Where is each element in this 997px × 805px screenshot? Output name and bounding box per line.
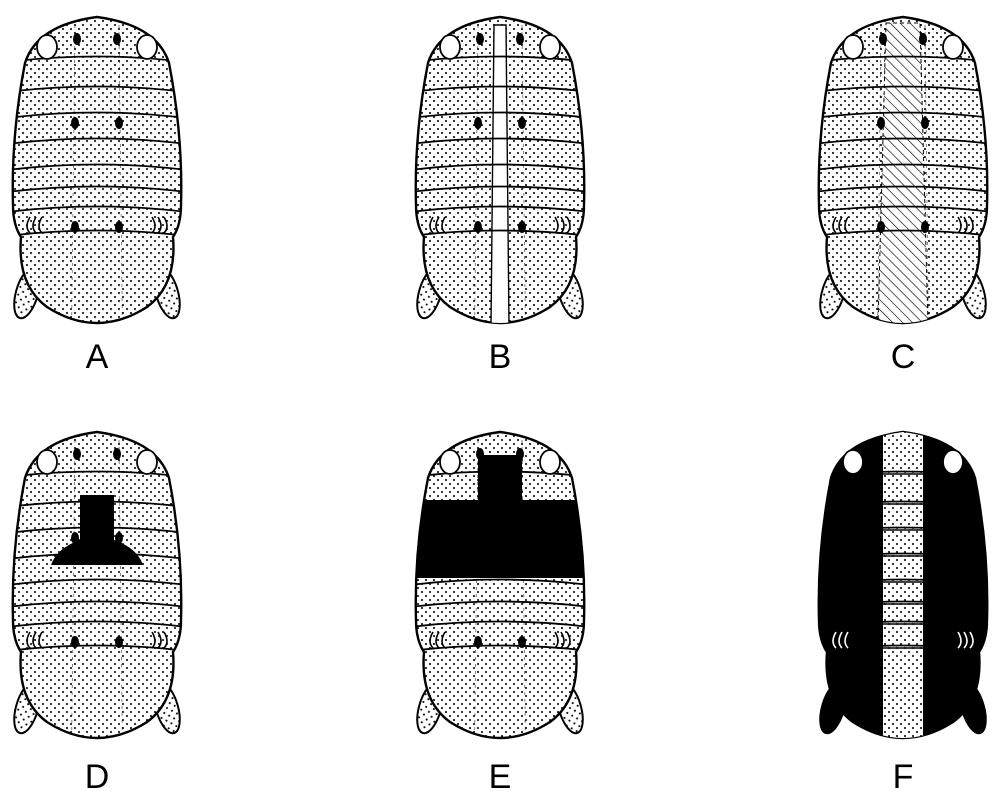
muscle-spot bbox=[73, 448, 81, 460]
muscle-spot bbox=[71, 221, 79, 233]
right-eye bbox=[540, 35, 560, 59]
muscle-spot bbox=[474, 636, 482, 648]
panel-label: E bbox=[489, 758, 512, 796]
muscle-spot bbox=[115, 117, 123, 129]
muscle-spot bbox=[115, 532, 123, 544]
muscle-spot bbox=[518, 221, 526, 233]
median-hatched-stripe bbox=[878, 23, 928, 325]
isopod-drawing bbox=[7, 432, 187, 738]
muscle-spot bbox=[476, 33, 484, 45]
panel-label: C bbox=[891, 338, 916, 376]
muscle-spot bbox=[877, 117, 885, 129]
left-eye bbox=[37, 450, 57, 474]
muscle-spot bbox=[877, 221, 885, 233]
muscle-spot bbox=[476, 448, 484, 460]
right-eye bbox=[943, 450, 963, 474]
pale-median-stripe bbox=[883, 430, 923, 750]
panel-label: B bbox=[489, 338, 512, 376]
muscle-spot bbox=[921, 117, 929, 129]
panel-a: A bbox=[7, 17, 187, 376]
panel-e: E bbox=[408, 432, 592, 796]
left-eye bbox=[843, 450, 863, 474]
muscle-spot bbox=[921, 221, 929, 233]
muscle-spot bbox=[919, 33, 927, 45]
muscle-spot bbox=[113, 448, 121, 460]
isopod-drawing bbox=[7, 17, 187, 323]
muscle-spot bbox=[71, 117, 79, 129]
panel-label: A bbox=[86, 338, 109, 376]
muscle-spot bbox=[516, 448, 524, 460]
muscle-spot bbox=[73, 33, 81, 45]
median-white-stripe bbox=[491, 25, 509, 325]
muscle-spot bbox=[113, 33, 121, 45]
muscle-spot bbox=[115, 636, 123, 648]
panel-d: D bbox=[7, 432, 187, 796]
panel-f: F bbox=[813, 430, 993, 796]
isopod-drawing bbox=[410, 17, 590, 325]
panel-b: B bbox=[410, 17, 590, 376]
muscle-spot bbox=[474, 117, 482, 129]
muscle-spot bbox=[474, 532, 482, 544]
right-eye bbox=[137, 450, 157, 474]
muscle-spot bbox=[518, 532, 526, 544]
panel-label: D bbox=[85, 758, 110, 796]
body-shell bbox=[13, 17, 182, 323]
muscle-spot bbox=[516, 33, 524, 45]
left-eye bbox=[843, 35, 863, 59]
right-eye bbox=[540, 450, 560, 474]
muscle-spot bbox=[518, 636, 526, 648]
isopod-drawing bbox=[408, 432, 592, 738]
left-eye bbox=[37, 35, 57, 59]
right-eye bbox=[943, 35, 963, 59]
muscle-spot bbox=[518, 117, 526, 129]
body-shell bbox=[13, 432, 182, 738]
isopod-drawing bbox=[813, 430, 993, 750]
muscle-spot bbox=[474, 221, 482, 233]
muscle-spot bbox=[115, 221, 123, 233]
right-eye bbox=[137, 35, 157, 59]
muscle-spot bbox=[71, 532, 79, 544]
left-eye bbox=[440, 35, 460, 59]
muscle-spot bbox=[879, 33, 887, 45]
panel-c: C bbox=[813, 17, 993, 376]
panel-label: F bbox=[893, 758, 914, 796]
muscle-spot bbox=[71, 636, 79, 648]
isopod-drawing bbox=[813, 17, 993, 325]
left-eye bbox=[440, 450, 460, 474]
